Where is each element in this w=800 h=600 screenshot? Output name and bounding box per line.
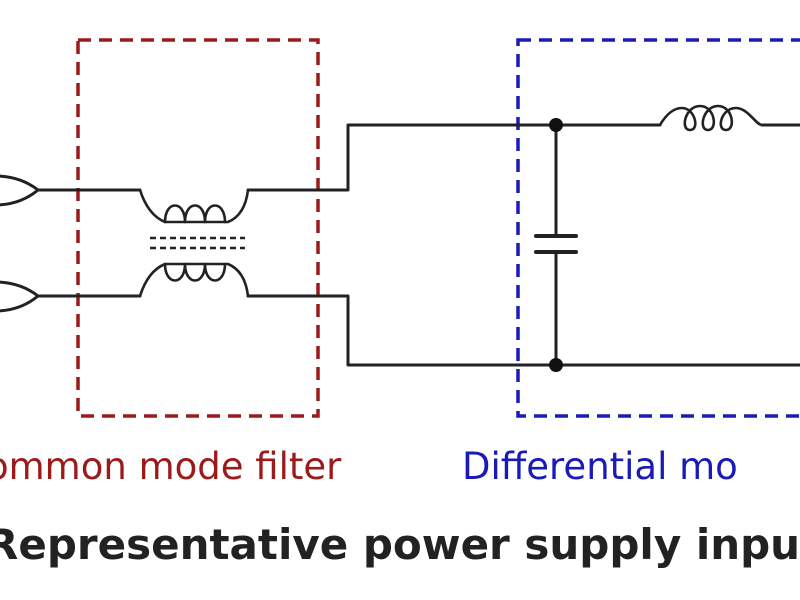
wire-bottom-output [246,294,800,367]
common-mode-filter-label: ommon mode filter [0,445,342,488]
diagram-caption: Representative power supply inpu [0,520,800,569]
common-mode-choke-icon [138,188,250,298]
differential-mode-filter-label: Differential mo [462,445,738,488]
junction-dot-icon [549,118,563,132]
differential-mode-filter-box [516,38,800,418]
capacitor-icon [534,234,578,254]
input-terminal-top [0,174,40,207]
wire-top-output [246,123,662,192]
common-mode-filter-box [76,38,320,418]
input-terminal-bottom [0,280,40,313]
inductor-icon [658,104,764,132]
junction-dot-icon [549,358,563,372]
